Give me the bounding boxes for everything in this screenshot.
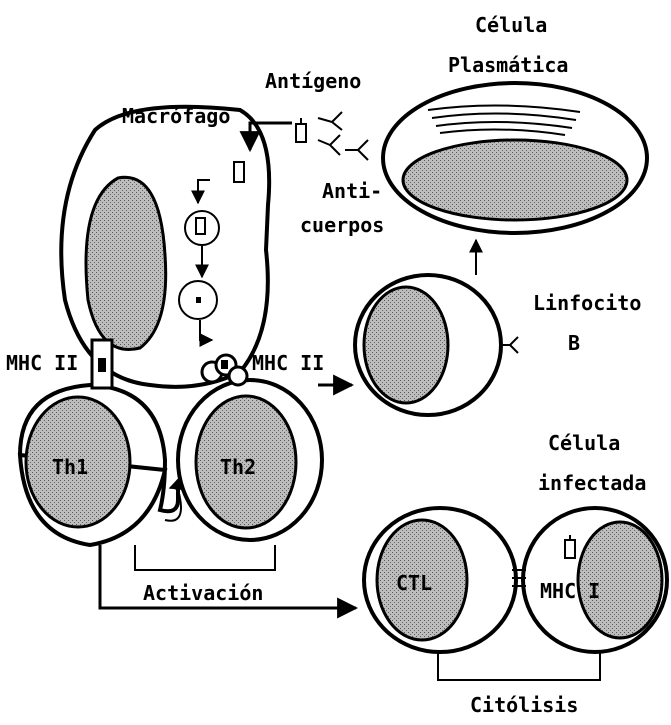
label-cytolysis: Citólisis (470, 693, 578, 717)
label-mhc2-right: MHC II (252, 351, 324, 375)
membrane-antigen-icon (234, 162, 244, 182)
label-macrophage: Macrófago (122, 104, 230, 128)
free-antigen-icon (296, 118, 306, 142)
label-mhc2-left: MHC II (6, 351, 78, 375)
label-plasma-line1: Célula (475, 13, 547, 37)
plasma-cell (383, 83, 647, 233)
ctl-cell (364, 508, 516, 652)
label-lymphocyte-line2: B (568, 331, 580, 355)
mhc2-left-icon (92, 340, 112, 388)
infected-antigen-icon (565, 540, 575, 558)
lymphocyte-b-nucleus (364, 287, 448, 403)
macrophage-nucleus (86, 177, 166, 349)
label-antibodies-line2: cuerpos (300, 213, 384, 237)
label-infected-line2: infectada (538, 471, 646, 495)
label-infected-line1: Célula (548, 431, 620, 455)
label-lymphocyte-line1: Linfocito (533, 291, 641, 315)
lymphocyte-b-cell (355, 275, 518, 415)
label-mhc1: MHC I (540, 579, 600, 603)
label-antibodies-line1: Anti- (322, 179, 382, 203)
label-plasma-line2: Plasmática (448, 53, 568, 77)
label-ctl: CTL (396, 571, 432, 595)
label-th1: Th1 (52, 455, 88, 479)
antibody-icons (318, 112, 368, 160)
plasma-cell-nucleus (403, 140, 627, 220)
th1-cell (20, 385, 178, 545)
label-th2: Th2 (220, 455, 256, 479)
label-activation: Activación (143, 581, 263, 605)
label-antigen: Antígeno (265, 69, 361, 93)
